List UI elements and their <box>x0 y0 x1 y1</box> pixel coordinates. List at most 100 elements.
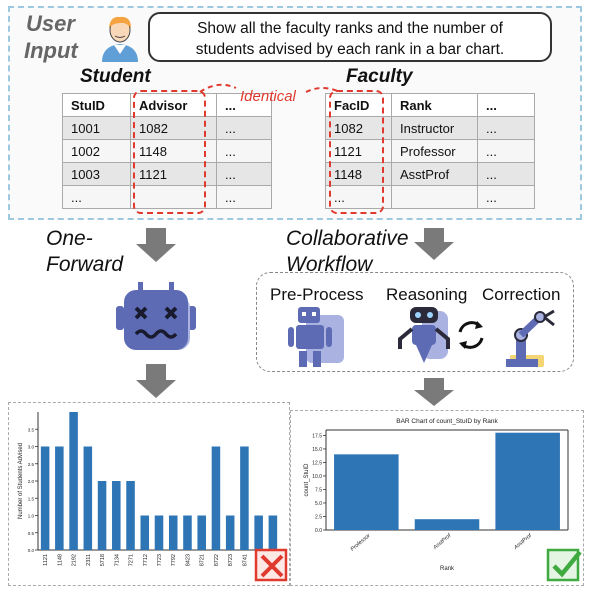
x-tick-label: 2311 <box>86 554 92 566</box>
y-tick-label: 0.0 <box>28 548 35 553</box>
down-arrow-icon <box>414 378 454 406</box>
bar <box>154 515 164 550</box>
y-tick-label: 7.5 <box>315 487 322 493</box>
table-cell: ... <box>325 185 392 209</box>
correct-verdict-icon <box>546 548 582 582</box>
table-cell: ... <box>477 139 535 163</box>
y-tick-label: 2.0 <box>28 479 35 484</box>
bar <box>254 515 263 550</box>
x-tick-label: AsstProf <box>512 533 533 552</box>
bar <box>55 446 64 550</box>
x-tick-label: 7134 <box>114 554 120 566</box>
x-axis-label: Rank <box>440 566 455 572</box>
robot-arm-icon <box>506 309 555 367</box>
bar <box>225 515 235 550</box>
y-tick-label: 2.5 <box>28 462 35 467</box>
table-cell: 1082 <box>130 116 217 140</box>
advisor-highlight-box <box>133 90 206 214</box>
bar <box>240 446 249 550</box>
table-cell: ... <box>216 116 272 140</box>
sad-robot-icon <box>116 282 196 350</box>
user-label-line2: Input <box>24 38 78 63</box>
bar <box>334 454 399 530</box>
y-tick-label: 17.5 <box>312 433 322 439</box>
down-arrow-icon <box>414 228 454 260</box>
faculty-header-more: ... <box>477 93 535 117</box>
y-axis-label: count_StuID <box>304 463 310 497</box>
collaborative-label: Collaborative Workflow <box>286 226 409 278</box>
y-tick-label: 1.5 <box>28 496 35 501</box>
table-cell: ... <box>216 185 272 209</box>
table-cell: 1001 <box>62 116 131 140</box>
user-avatar-icon <box>102 16 138 62</box>
bar <box>97 481 107 550</box>
x-tick-label: 7723 <box>157 554 163 566</box>
table-cell <box>130 185 217 209</box>
question-bubble: Show all the faculty ranks and the numbe… <box>148 12 552 62</box>
one-forward-label: One- Forward <box>46 226 123 278</box>
student-header-advisor: Advisor <box>130 93 217 117</box>
y-tick-label: 12.5 <box>312 460 322 466</box>
x-tick-label: 1148 <box>57 554 63 566</box>
x-tick-label: AsstProf <box>432 533 453 552</box>
x-tick-label: 1121 <box>43 554 49 566</box>
x-tick-label: 8722 <box>214 554 220 566</box>
one-forward-line2: Forward <box>46 253 124 276</box>
bar <box>140 515 150 550</box>
x-tick-label: 8721 <box>200 554 206 566</box>
facid-highlight-box <box>329 90 384 214</box>
table-cell: ... <box>216 162 272 186</box>
bar <box>268 515 278 550</box>
student-table-title: Student <box>80 66 151 87</box>
bar <box>414 519 480 530</box>
faculty-table-title: Faculty <box>346 66 413 87</box>
bar <box>183 515 192 550</box>
down-arrow-icon <box>136 364 176 398</box>
student-header-more: ... <box>216 93 272 117</box>
preprocess-robot-icon <box>288 307 344 367</box>
user-input-label: User Input <box>24 10 78 64</box>
y-tick-label: 3.0 <box>28 445 35 450</box>
bar <box>495 432 560 530</box>
bar <box>69 412 78 550</box>
x-tick-label: 7792 <box>171 554 177 566</box>
identical-label: Identical <box>240 88 296 105</box>
x-tick-label: 5718 <box>100 554 106 566</box>
user-label-line1: User <box>26 11 75 36</box>
y-tick-label: 15.0 <box>312 447 322 453</box>
x-tick-label: 2192 <box>72 554 78 566</box>
bar <box>126 481 135 550</box>
table-cell: ... <box>477 116 535 140</box>
x-tick-label: 8423 <box>185 554 191 566</box>
cycle-arrows-icon <box>458 321 484 349</box>
chart-title: BAR Chart of count_StuID by Rank <box>396 418 498 425</box>
x-tick-label: 7712 <box>143 554 149 566</box>
y-tick-label: 10.0 <box>312 474 322 480</box>
table-cell: 1148 <box>325 162 392 186</box>
x-tick-label: 8741 <box>242 554 248 566</box>
y-tick-label: 0.5 <box>28 531 35 536</box>
table-cell <box>391 185 478 209</box>
bar <box>211 446 221 550</box>
one-forward-line1: One- <box>46 227 93 250</box>
bar <box>112 481 121 550</box>
correction-label: Correction <box>482 285 561 304</box>
bar <box>197 515 206 550</box>
preprocess-label: Pre-Process <box>270 285 364 304</box>
x-tick-label: Professor <box>350 532 373 552</box>
x-tick-label: 7271 <box>129 554 135 566</box>
table-cell: ... <box>216 139 272 163</box>
table-cell: ... <box>477 185 535 209</box>
bar <box>83 446 93 550</box>
bar <box>168 515 178 550</box>
question-line1: Show all the faculty ranks and the numbe… <box>197 20 503 37</box>
x-tick-label: 8723 <box>228 554 234 566</box>
collaborative-line1: Collaborative <box>286 227 409 250</box>
table-cell: Instructor <box>391 116 478 140</box>
y-tick-label: 0.0 <box>315 528 322 534</box>
table-cell: 1003 <box>62 162 131 186</box>
bar <box>40 446 50 550</box>
